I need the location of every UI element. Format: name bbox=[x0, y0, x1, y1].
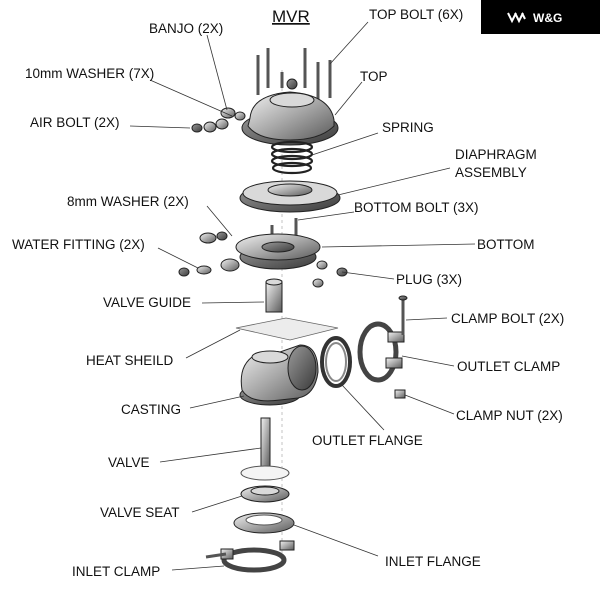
clamp-bolt bbox=[398, 295, 408, 335]
diagram-title: MVR bbox=[272, 7, 310, 26]
label-spring: SPRING bbox=[382, 120, 434, 135]
valve-seat bbox=[240, 465, 290, 503]
label-inlet-clamp: INLET CLAMP bbox=[72, 564, 160, 579]
label-valve-seat: VALVE SEAT bbox=[100, 505, 180, 520]
label-banjo: BANJO (2X) bbox=[149, 21, 223, 36]
label-valve: VALVE bbox=[108, 455, 150, 470]
bottom-housing bbox=[235, 233, 321, 270]
top-bolts bbox=[256, 48, 332, 100]
brand-logo-text: W&G bbox=[533, 11, 562, 25]
water-fittings bbox=[178, 231, 240, 277]
inlet-flange bbox=[233, 512, 295, 534]
spring bbox=[270, 140, 314, 175]
label-bottom-bolt: BOTTOM BOLT (3X) bbox=[354, 200, 479, 215]
label-top-bolt: TOP BOLT (6X) bbox=[369, 7, 463, 22]
label-bottom: BOTTOM bbox=[477, 237, 535, 252]
outlet-clamp bbox=[357, 321, 405, 383]
label-plug: PLUG (3X) bbox=[396, 272, 462, 287]
casting bbox=[239, 344, 319, 406]
inlet-clamp bbox=[205, 540, 295, 573]
label-casting: CASTING bbox=[121, 402, 181, 417]
outlet-flange bbox=[320, 336, 352, 388]
label-10mm-washer: 10mm WASHER (7X) bbox=[25, 66, 154, 81]
top-housing bbox=[241, 78, 339, 146]
label-valve-guide: VALVE GUIDE bbox=[103, 295, 191, 310]
valve-guide bbox=[265, 278, 283, 313]
plugs bbox=[312, 260, 348, 288]
label-diaphragm-assembly: ASSEMBLY bbox=[455, 165, 527, 180]
label-8mm-washer: 8mm WASHER (2X) bbox=[67, 194, 189, 209]
label-water-fitting: WATER FITTING (2X) bbox=[12, 237, 145, 252]
clamp-nut bbox=[394, 389, 406, 399]
label-diaphragm: DIAPHRAGM bbox=[455, 147, 537, 162]
label-heat-sheild: HEAT SHEILD bbox=[86, 353, 174, 368]
diaphragm-assembly bbox=[239, 180, 341, 213]
part-labels: BANJO (2X) TOP BOLT (6X) 10mm WASHER (7X… bbox=[12, 7, 564, 579]
label-inlet-flange: INLET FLANGE bbox=[385, 554, 481, 569]
heat-shield bbox=[235, 317, 339, 341]
label-outlet-flange: OUTLET FLANGE bbox=[312, 433, 423, 448]
label-clamp-nut: CLAMP NUT (2X) bbox=[456, 408, 563, 423]
wg-chevrons-icon bbox=[507, 12, 526, 24]
leader-lines bbox=[129, 21, 476, 571]
label-outlet-clamp: OUTLET CLAMP bbox=[457, 359, 560, 374]
label-top: TOP bbox=[360, 69, 388, 84]
banjo-airbolt-group bbox=[191, 107, 246, 133]
brand-logo: W&G bbox=[481, 0, 600, 34]
label-clamp-bolt: CLAMP BOLT (2X) bbox=[451, 311, 564, 326]
label-air-bolt: AIR BOLT (2X) bbox=[30, 115, 120, 130]
valve bbox=[260, 417, 271, 469]
